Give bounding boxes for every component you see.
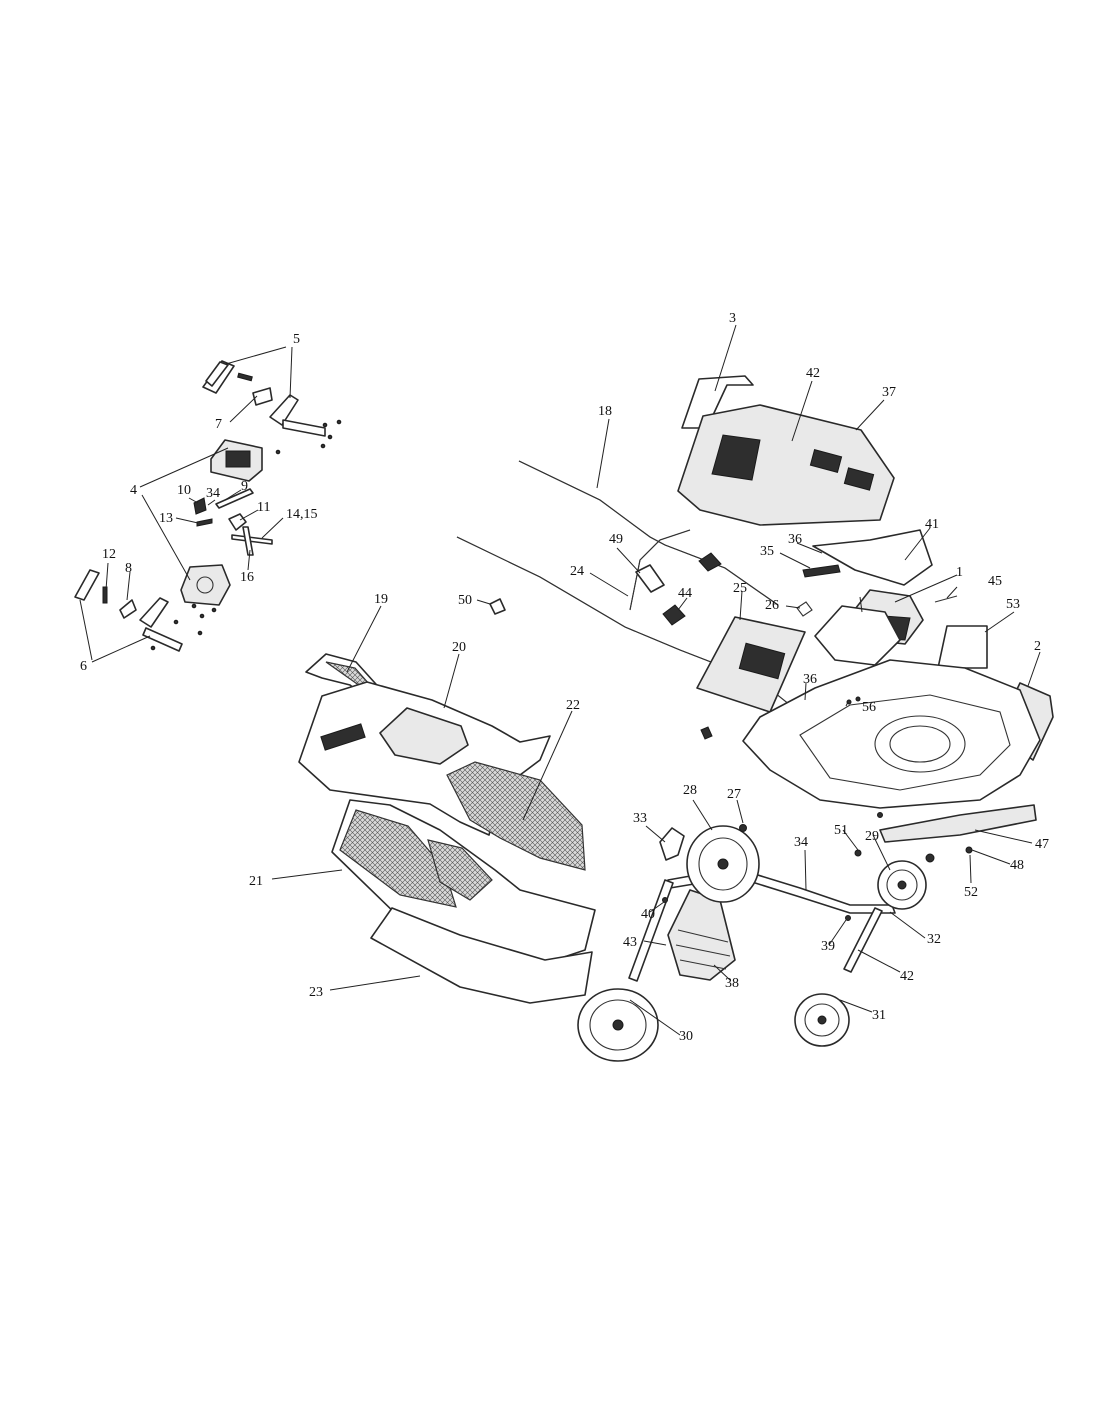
part-11-nut <box>228 513 247 531</box>
callout-10: 10 <box>177 483 191 498</box>
part-21-catcher-side-mesh <box>446 761 586 871</box>
part-56-fan-housing <box>814 605 901 666</box>
part-27-front-wheel <box>686 825 760 903</box>
callout-49: 49 <box>609 532 623 547</box>
handle-assembly <box>456 460 813 740</box>
part-50-clip <box>489 598 506 615</box>
part-25-spring <box>796 601 813 617</box>
part-26-nut <box>739 824 747 832</box>
part-14-15-shaft <box>231 534 273 545</box>
callout-28: 29 <box>865 829 879 844</box>
part-53-battery <box>937 625 988 669</box>
part-10-trigger <box>193 497 207 515</box>
callout-24: 25 <box>733 581 747 596</box>
callout-54: 56 <box>862 700 876 715</box>
part-28-small-wheel <box>877 860 927 910</box>
part-5-right-grip <box>269 394 299 426</box>
part-38-roller <box>667 889 736 981</box>
callout-5: 5 <box>293 332 300 347</box>
callout-4: 4 <box>130 483 137 498</box>
callout-32: 33 <box>633 811 647 826</box>
callout-51: 52 <box>964 885 978 900</box>
callout-17: 18 <box>598 404 612 419</box>
part-32-lever <box>659 827 685 861</box>
part-41-deflector <box>812 529 933 586</box>
callout-8: 8 <box>125 561 132 576</box>
callout-12: 12 <box>102 547 116 562</box>
callout-50: 50 <box>458 593 472 608</box>
part-35-link <box>802 564 841 578</box>
part-13-rod <box>196 518 213 527</box>
callout-23: 24 <box>570 564 584 579</box>
callout-33: 34 <box>794 835 808 850</box>
callout-21: 22 <box>566 698 580 713</box>
callout-labels: 5 7 4 10 34 9 11 13 14,15 16 12 8 6 18 3… <box>80 311 1049 1044</box>
callout-35: 35 <box>760 544 774 559</box>
callout-13: 13 <box>159 511 173 526</box>
part-7-clip <box>252 387 273 406</box>
part-8-clip <box>119 599 137 619</box>
callout-41: 41 <box>925 517 939 532</box>
callout-34: 34 <box>206 486 220 501</box>
callout-45: 44 <box>678 586 692 601</box>
callout-6: 6 <box>80 659 87 674</box>
part-47-blade <box>879 804 1037 843</box>
part-4-switch-box-dark <box>225 450 251 468</box>
callout-11: 11 <box>257 500 270 515</box>
callout-46: 45 <box>988 574 1002 589</box>
callout-14-15: 14,15 <box>286 507 318 522</box>
part-30-small-wheel <box>794 993 850 1047</box>
switch-assembly <box>74 360 342 652</box>
callout-43: 42 <box>900 969 914 984</box>
callout-38: 38 <box>725 976 739 991</box>
leader-lines <box>79 324 1041 1036</box>
callout-22: 23 <box>309 985 323 1000</box>
callout-40: 40 <box>641 907 655 922</box>
part-43-axle-rod <box>843 907 883 973</box>
callout-3: 3 <box>729 311 736 326</box>
callout-30: 31 <box>872 1008 886 1023</box>
callout-25: 26 <box>765 598 779 613</box>
part-49-clamp <box>635 564 665 593</box>
part-6-lower-grip <box>74 569 100 601</box>
callout-36-top: 36 <box>788 532 802 547</box>
callout-47: 47 <box>1035 837 1049 852</box>
part-29-rear-wheel <box>577 988 659 1062</box>
callout-52: 51 <box>834 823 848 838</box>
callout-39: 39 <box>821 939 835 954</box>
callout-19: 20 <box>452 640 466 655</box>
top-cover-assembly <box>677 375 1054 761</box>
callout-27: 28 <box>683 783 697 798</box>
deck-body <box>742 659 1041 809</box>
callout-16: 16 <box>240 570 254 585</box>
callout-42: 42 <box>806 366 820 381</box>
part-46-spring <box>934 595 958 603</box>
deck-assembly <box>742 659 1041 809</box>
part-5-pin <box>237 372 253 382</box>
part-9-lever <box>215 488 254 509</box>
part-42-top-cover <box>677 404 895 526</box>
callout-1: 1 <box>956 565 963 580</box>
callout-29: 30 <box>679 1029 693 1044</box>
callout-7: 7 <box>215 417 222 432</box>
part-44-roller-arm <box>628 879 674 982</box>
grass-catcher-assembly <box>298 653 596 1004</box>
callout-9: 9 <box>241 479 248 494</box>
callout-44: 43 <box>623 935 637 950</box>
part-45-knob <box>662 604 686 626</box>
callout-48: 48 <box>1010 858 1024 873</box>
callout-36-mid: 36 <box>803 672 817 687</box>
part-12-pin <box>102 586 108 604</box>
callout-31: 32 <box>927 932 941 947</box>
callout-18: 19 <box>374 592 388 607</box>
callout-2: 2 <box>1034 639 1041 654</box>
part-16-bracket <box>242 526 254 556</box>
callout-20: 21 <box>249 874 263 889</box>
callout-53: 53 <box>1006 597 1020 612</box>
part-22-catcher-bag <box>370 907 593 1004</box>
wheel-assembly <box>577 804 1037 1062</box>
callout-37: 37 <box>882 385 896 400</box>
callout-26: 27 <box>727 787 741 802</box>
